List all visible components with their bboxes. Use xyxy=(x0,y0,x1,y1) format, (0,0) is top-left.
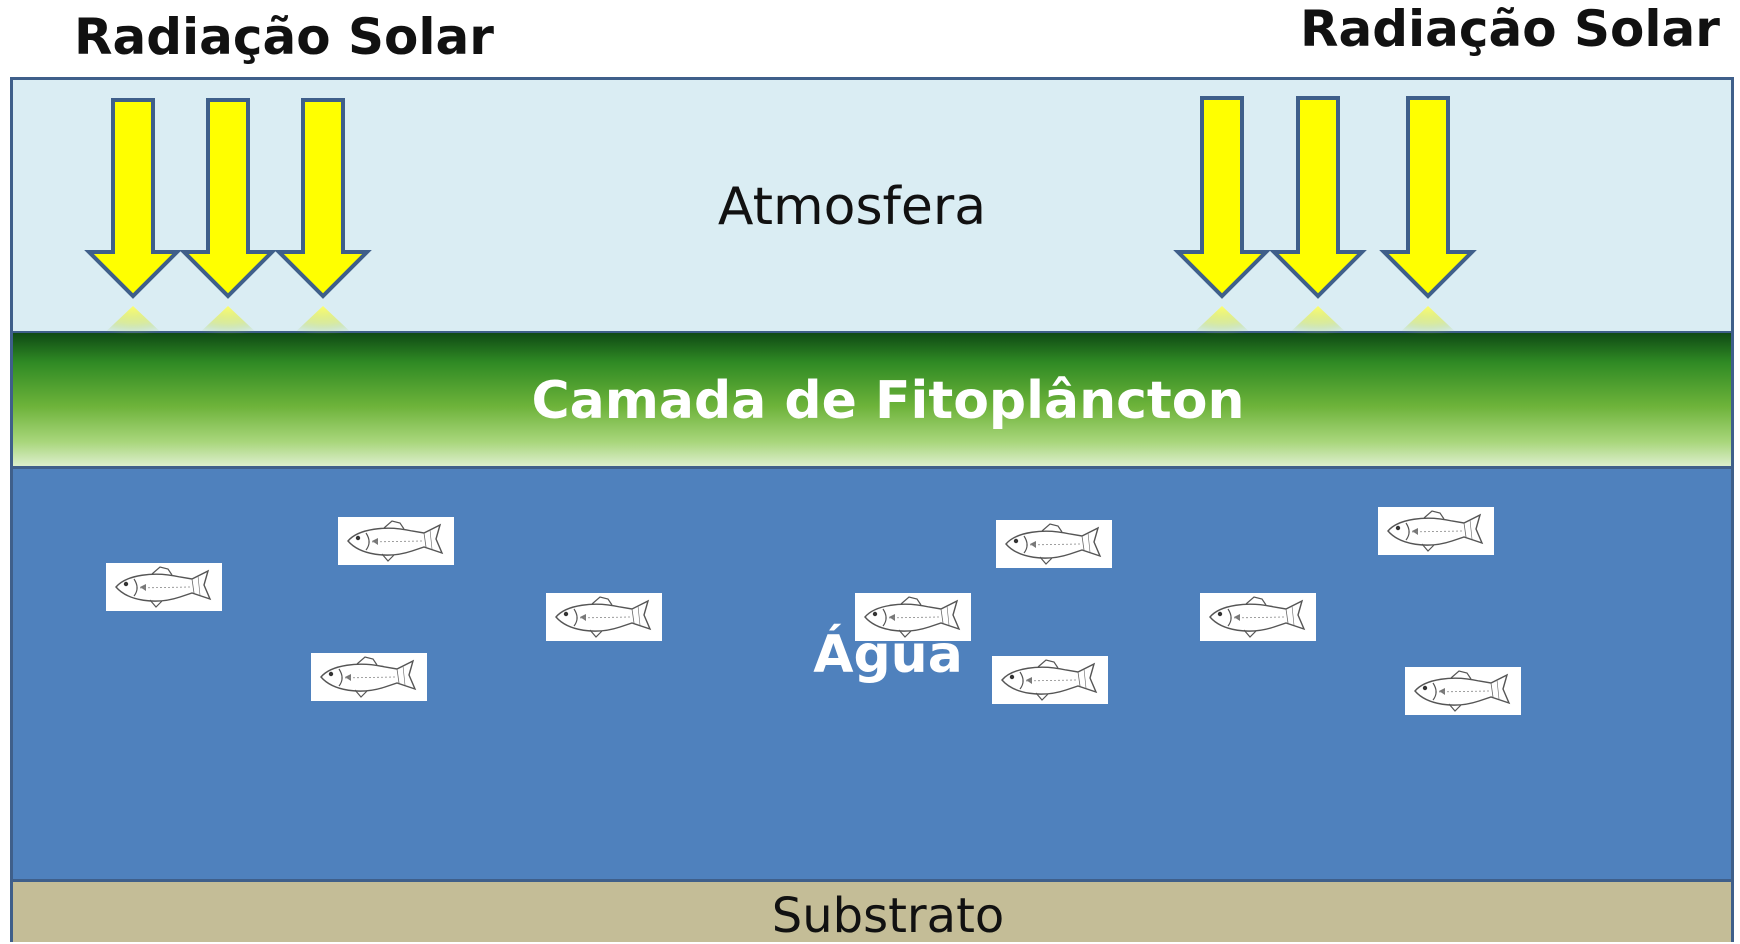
fish-icon xyxy=(1387,510,1484,552)
fish-7 xyxy=(992,656,1108,704)
fish-9 xyxy=(1378,507,1494,555)
fish-2 xyxy=(338,517,454,565)
fish-8 xyxy=(1200,593,1316,641)
solar-radiation-title-left: Radiação Solar xyxy=(74,8,494,66)
atmosphere-layer: Atmosfera xyxy=(10,77,1734,333)
fish-icon xyxy=(320,656,417,698)
fish-icon xyxy=(115,566,212,608)
fish-icon xyxy=(347,520,444,562)
phytoplankton-label: Camada de Fitoplâncton xyxy=(531,371,1245,431)
fish-1 xyxy=(106,563,222,611)
fish-10 xyxy=(1405,667,1521,715)
fish-icon xyxy=(555,596,652,638)
fish-6 xyxy=(996,520,1112,568)
fish-5 xyxy=(855,593,971,641)
solar-radiation-title-right: Radiação Solar xyxy=(1300,0,1720,58)
phytoplankton-layer: Camada de Fitoplâncton xyxy=(10,333,1734,469)
fish-icon xyxy=(1005,523,1102,565)
fish-4 xyxy=(546,593,662,641)
fish-icon xyxy=(864,596,961,638)
fish-icon xyxy=(1001,659,1098,701)
fish-3 xyxy=(311,653,427,701)
substrate-layer: Substrato xyxy=(10,879,1734,942)
atmosphere-label: Atmosfera xyxy=(717,177,987,237)
fish-icon xyxy=(1414,670,1511,712)
fish-icon xyxy=(1209,596,1306,638)
substrate-label: Substrato xyxy=(771,888,1005,944)
